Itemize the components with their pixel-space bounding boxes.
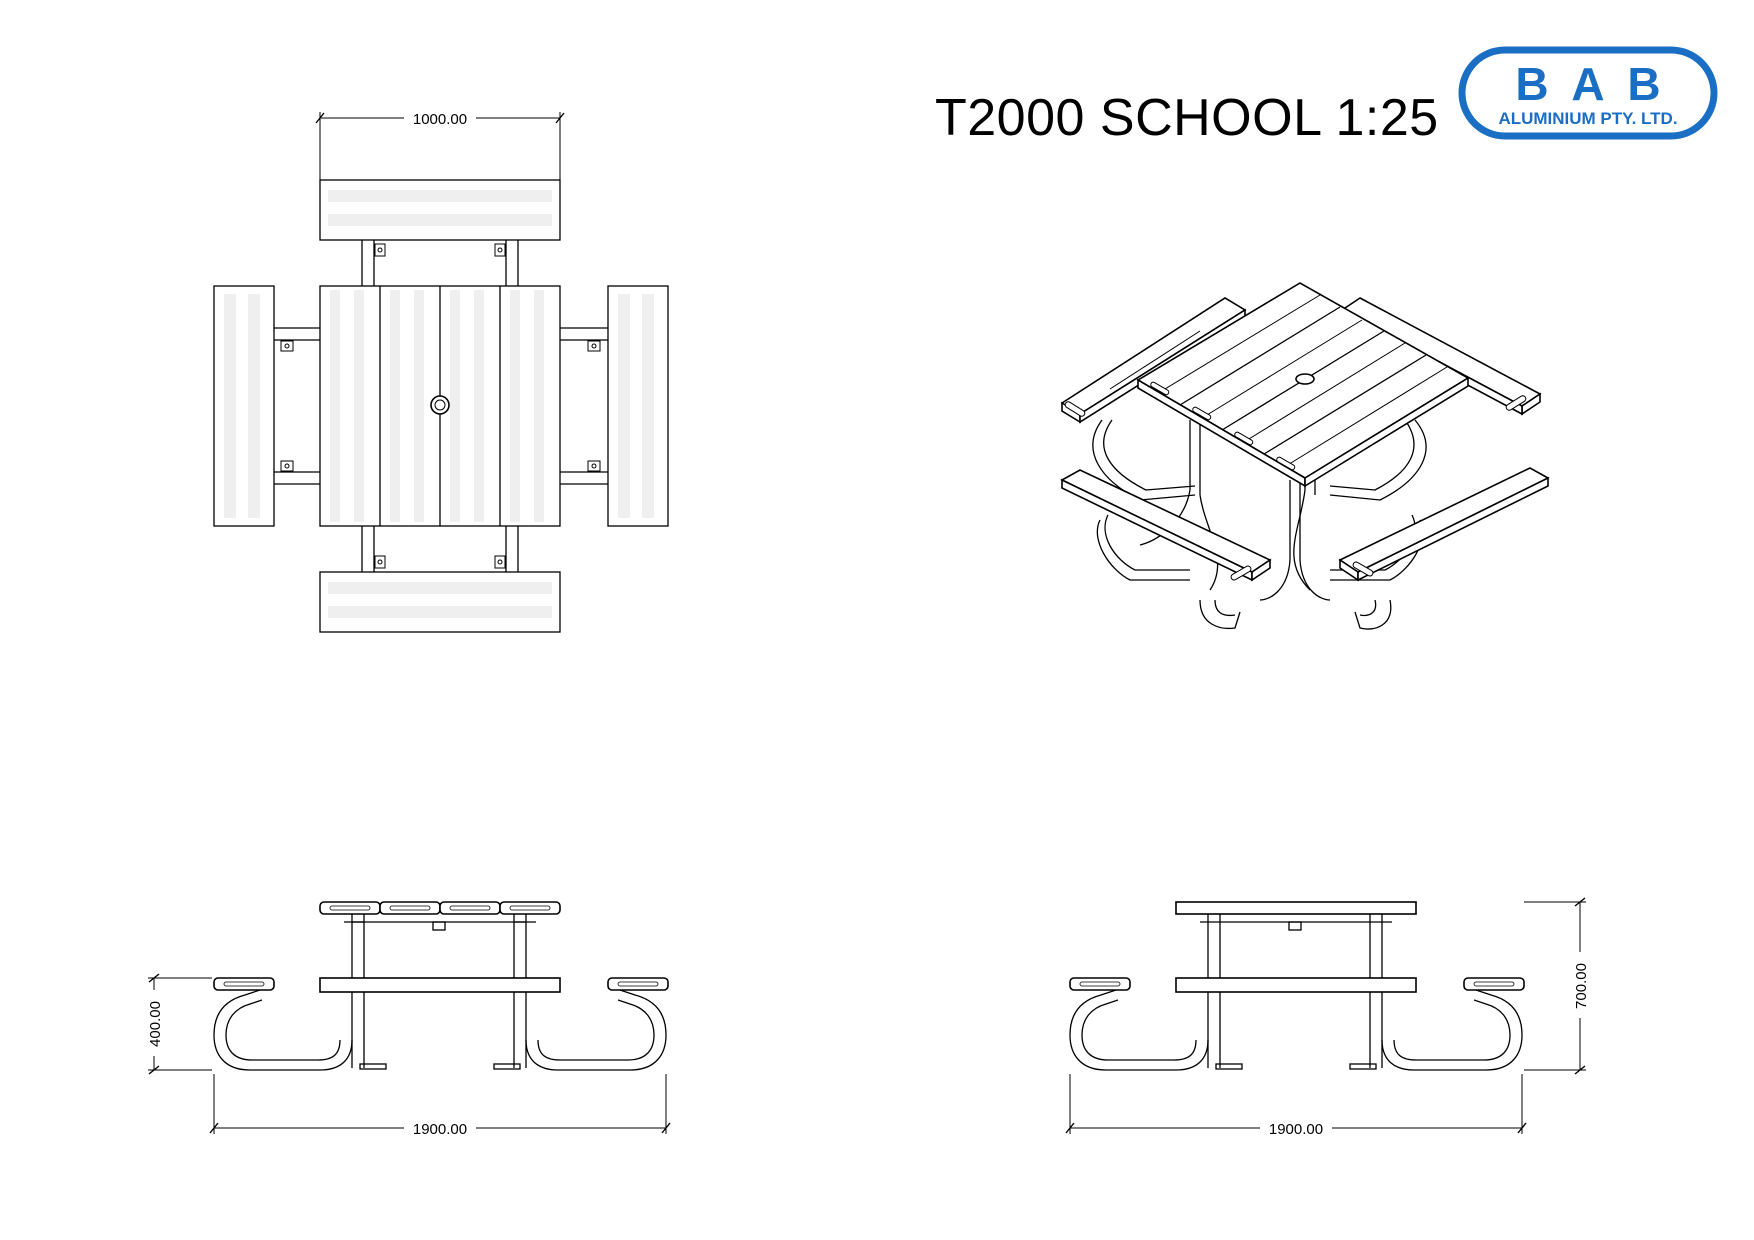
iso-umbrella-hole-icon — [1295, 373, 1315, 385]
logo-subtitle: ALUMINIUM PTY. LTD. — [1498, 109, 1677, 128]
plan-bench-right — [607, 285, 669, 527]
logo-letter-2: A — [1571, 58, 1604, 110]
plan-bench-top — [319, 179, 561, 241]
drawing-title: T2000 SCHOOL 1:25 — [935, 89, 1439, 147]
plan-view: 1000.00 — [213, 108, 669, 633]
umbrella-hole-icon — [430, 395, 450, 415]
front-seat-height-label: 400.00 — [147, 1001, 164, 1047]
plan-bench-bottom — [319, 571, 561, 633]
plan-bench-left — [213, 285, 275, 527]
side-width-label: 1900.00 — [1269, 1121, 1323, 1138]
isometric-view — [1060, 282, 1550, 630]
side-elevation: 1900.00 700.00 — [1065, 897, 1590, 1138]
plan-width-label: 1000.00 — [413, 111, 467, 128]
front-elevation: 1900.00 400.00 — [144, 901, 671, 1138]
logo-letter-3: B — [1627, 58, 1660, 110]
logo-letter-1: B — [1515, 58, 1548, 110]
front-width-label: 1900.00 — [413, 1121, 467, 1138]
side-height-label: 700.00 — [1573, 963, 1590, 1009]
bab-logo: B A B ALUMINIUM PTY. LTD. — [1458, 46, 1718, 140]
